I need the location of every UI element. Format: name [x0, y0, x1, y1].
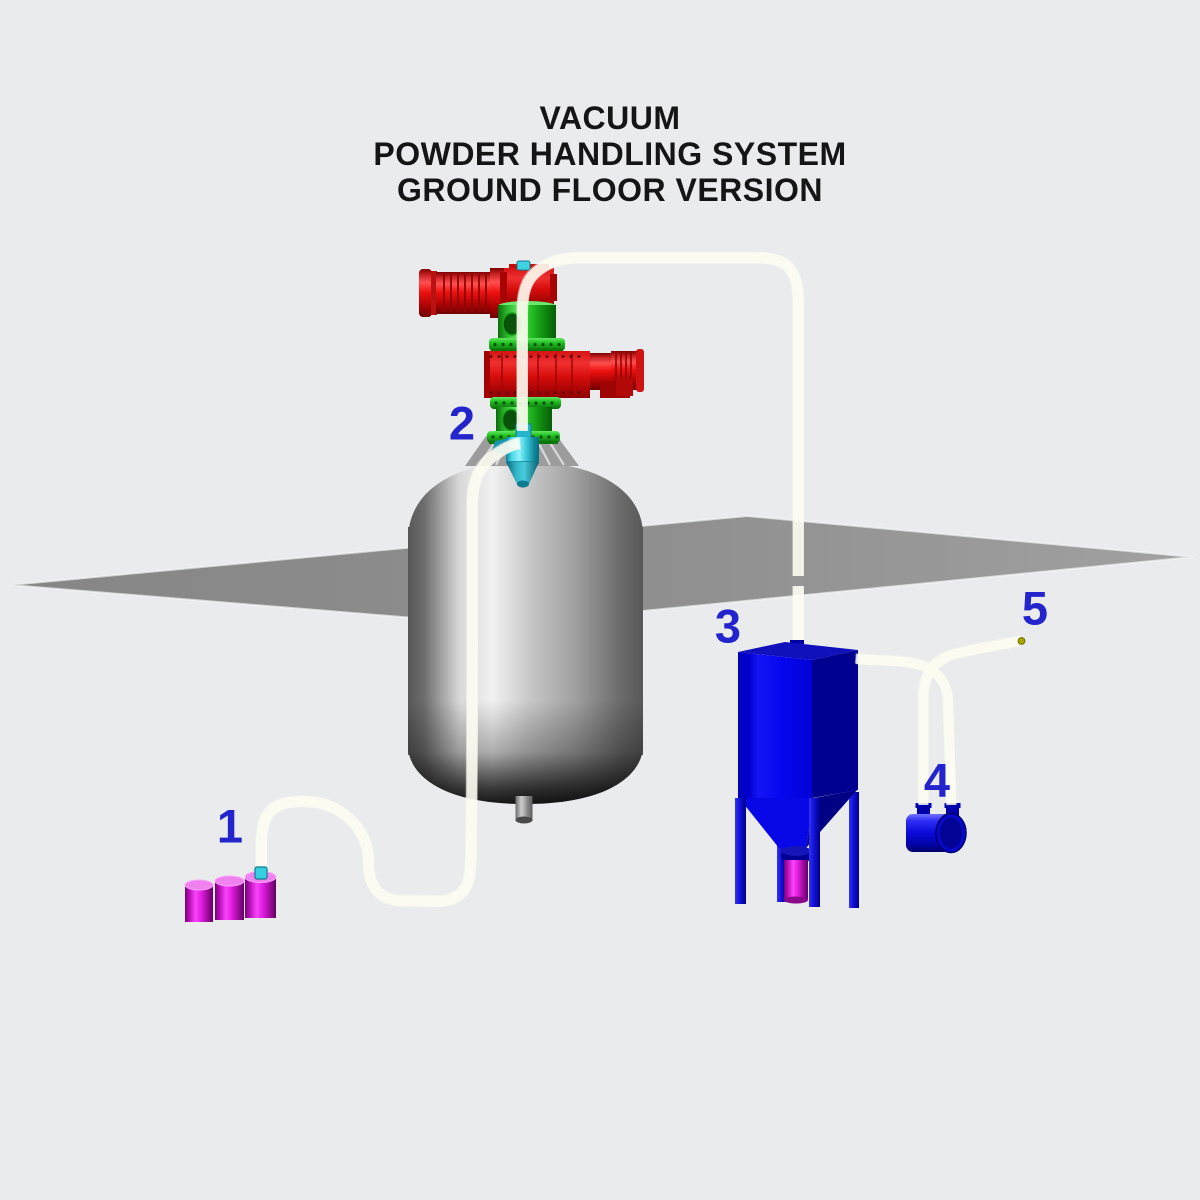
- actuator-left-lug: [500, 272, 507, 303]
- top-motor-endcap: [419, 269, 432, 317]
- valve-block-left-edge: [484, 351, 490, 398]
- vacuum-pump: [906, 803, 967, 854]
- top-motor: [419, 268, 505, 318]
- leg-front-right: [809, 798, 820, 907]
- collector-front-face: [738, 652, 812, 798]
- drum-2: [214, 875, 245, 920]
- leg-rear-left: [777, 845, 787, 902]
- callout-5-exhaust-line: 5: [1021, 581, 1049, 635]
- collector-top-face: [738, 642, 858, 660]
- drum-3: [244, 866, 277, 918]
- tank-bottom-shading: [408, 700, 643, 804]
- cone-tip: [517, 480, 529, 488]
- side-motor: [588, 349, 644, 398]
- title-line-1: VACUUM: [539, 100, 681, 136]
- side-motor-terminal-box: [616, 377, 633, 396]
- collector-discharge: [784, 860, 808, 900]
- dust-collector: [735, 640, 859, 908]
- side-motor-endcap: [636, 349, 644, 392]
- vacuum-hose-tank-to-collector: [522, 257, 806, 641]
- collector-to-pump-hose: [855, 658, 951, 805]
- collector-side-face: [812, 650, 858, 798]
- actuator-right-lug: [550, 274, 557, 301]
- leg-front-left: [735, 798, 746, 904]
- pump-exhaust-hose: [923, 638, 1025, 805]
- collector-cone-front: [739, 798, 814, 848]
- valve-block-body: [484, 351, 590, 398]
- callout-4-vacuum-pump: 4: [923, 753, 951, 807]
- tank-drain-nozzle-end: [515, 816, 533, 824]
- butterfly-valve-block: [484, 351, 590, 398]
- feeding-station-assembly: [419, 260, 644, 488]
- top-motor-ring: [431, 271, 437, 315]
- drum-1: [184, 879, 214, 922]
- tank-drain-nozzle: [515, 796, 533, 820]
- floor-penetration-gap: [791, 576, 806, 586]
- callout-3-dust-collector: 3: [714, 599, 742, 653]
- top-motor-cylinder: [436, 272, 492, 314]
- callout-1-powder-drums: 1: [216, 799, 244, 853]
- diagram-title: VACUUM POWDER HANDLING SYSTEM GROUND FLO…: [150, 100, 1070, 208]
- cone-taper: [506, 462, 539, 484]
- product-hose-drums-to-tank: [261, 443, 520, 908]
- suction-lance-fitting: [254, 866, 268, 880]
- pump-endcap-inner: [940, 817, 962, 849]
- vacuum-port-cap: [516, 260, 531, 271]
- top-motor-ribs: [443, 274, 487, 312]
- powder-drums: [184, 866, 277, 922]
- hose-open-end: [1017, 637, 1026, 645]
- callout-2-feeding-station: 2: [448, 396, 476, 450]
- discharge-collar-top: [781, 846, 811, 856]
- title-line-2: POWDER HANDLING SYSTEM: [373, 136, 847, 172]
- leg-rear-right: [849, 792, 859, 908]
- collector-discharge-end: [784, 896, 808, 904]
- pump-inlet-left: [917, 804, 930, 816]
- storage-tank: [408, 462, 643, 824]
- title-line-3: GROUND FLOOR VERSION: [396, 172, 823, 208]
